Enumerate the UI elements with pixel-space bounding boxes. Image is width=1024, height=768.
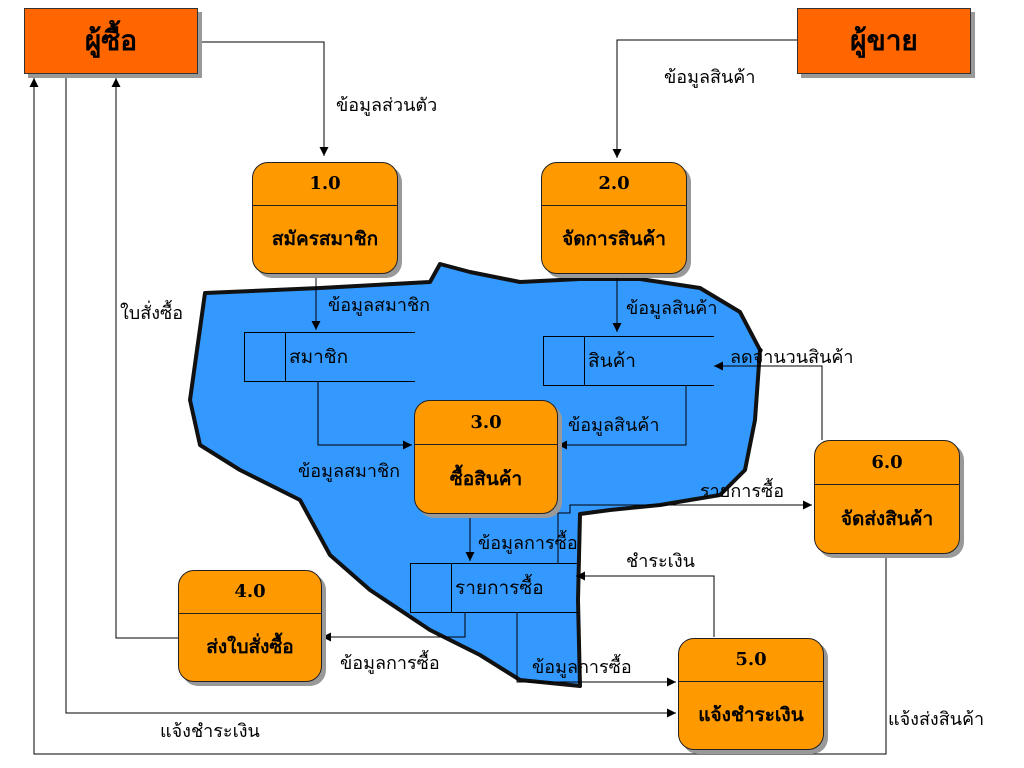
flow-order-to-4	[322, 612, 466, 642]
process-send-order: 4.0 ส่งใบสั่งซื้อ	[178, 570, 322, 682]
flow-member-to-purchase	[317, 381, 412, 450]
label-personal-info: ข้อมูลส่วนตัว	[336, 95, 438, 116]
flow-payment-notice	[65, 72, 676, 718]
flow-product-info-seller	[612, 39, 797, 158]
process-id: 3.0	[415, 401, 557, 445]
label-purchase-info-order: ข้อมูลการซื้อ	[340, 653, 440, 674]
process-manage-products: 2.0 จัดการสินค้า	[541, 162, 687, 274]
entity-buyer: ผู้ซื้อ	[24, 8, 198, 74]
datastore-name: สมาชิก	[289, 346, 349, 368]
process-id: 6.0	[815, 441, 959, 485]
process-id: 4.0	[179, 571, 321, 614]
label-purchase-info-store: ข้อมูลการซื้อ	[478, 533, 578, 554]
process-register: 1.0 สมัครสมาชิก	[252, 162, 398, 274]
flow-order-to-delivery	[557, 500, 812, 563]
process-name: ส่งใบสั่งซื้อ	[206, 636, 294, 659]
datastore-name: รายการซื้อ	[455, 577, 544, 599]
process-id: 1.0	[253, 163, 397, 206]
process-delivery: 6.0 จัดส่งสินค้า	[814, 440, 960, 554]
label-order-list-delivery: รายการซื้อ	[700, 481, 785, 502]
label-payment: ชำระเงิน	[626, 551, 695, 572]
datastore-orders: รายการซื้อ	[410, 563, 577, 613]
flow-personal-info	[196, 41, 329, 156]
label-product-info-purchase: ข้อมูลสินค้า	[568, 415, 660, 436]
flow-reduce-stock	[714, 361, 823, 440]
label-product-info-seller: ข้อมูลสินค้า	[664, 67, 756, 88]
process-name: จัดส่งสินค้า	[840, 507, 934, 530]
label-order-form: ใบสั่งซื้อ	[120, 303, 184, 324]
entity-buyer-label: ผู้ซื้อ	[84, 24, 138, 57]
process-name: ซื้อสินค้า	[449, 467, 523, 490]
process-purchase: 3.0 ซื้อสินค้า	[414, 400, 558, 514]
flow-product-to-purchase	[558, 386, 687, 450]
flow-order-form	[111, 78, 178, 639]
flow-delivery-notice	[29, 78, 887, 755]
process-name: สมัครสมาชิก	[271, 228, 379, 251]
process-name: จัดการสินค้า	[562, 228, 666, 251]
entity-seller: ผู้ขาย	[797, 8, 971, 74]
label-member-info-purchase: ข้อมูลสมาชิก	[298, 461, 401, 482]
datastore-products: สินค้า	[543, 336, 714, 386]
datastore-name: สินค้า	[588, 350, 636, 372]
process-id: 2.0	[542, 163, 686, 206]
label-payment-notice: แจ้งชำระเงิน	[160, 721, 260, 742]
label-delivery-notice: แจ้งส่งสินค้า	[888, 709, 985, 730]
flow-payment	[576, 571, 715, 637]
label-member-info-store: ข้อมูลสมาชิก	[328, 295, 431, 316]
datastore-members: สมาชิก	[244, 332, 415, 382]
process-id: 5.0	[679, 639, 823, 682]
label-purchase-info-payment: ข้อมูลการซื้อ	[532, 657, 632, 678]
flow-order-to-5	[516, 612, 676, 687]
entity-seller-label: ผู้ขาย	[850, 24, 918, 57]
label-reduce-stock: ลดจำนวนสินค้า	[730, 347, 854, 368]
process-payment-notice: 5.0 แจ้งชำระเงิน	[678, 638, 824, 750]
label-product-info-store: ข้อมูลสินค้า	[626, 298, 718, 319]
process-name: แจ้งชำระเงิน	[698, 704, 804, 727]
